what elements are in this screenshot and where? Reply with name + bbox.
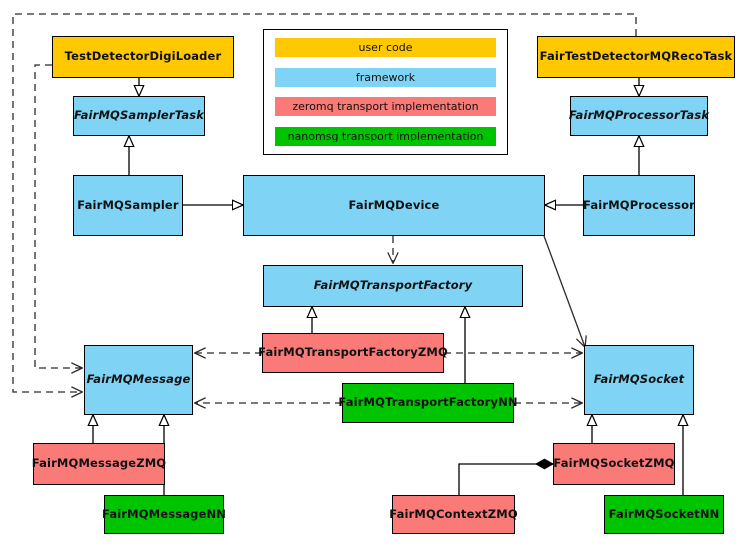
class-box-testdetectordigiloader[interactable]: TestDetectorDigiLoader xyxy=(52,36,234,78)
class-box-fairmqsocketzmq[interactable]: FairMQSocketZMQ xyxy=(553,443,675,485)
class-box-fairmqmessagezmq[interactable]: FairMQMessageZMQ xyxy=(32,443,166,485)
legend-panel: user code framework zeromq transport imp… xyxy=(263,29,508,155)
class-box-fairmqcontextzmq[interactable]: FairMQContextZMQ xyxy=(389,495,518,534)
legend-item-zeromq: zeromq transport implementation xyxy=(275,97,496,117)
class-box-fairmqsocketnn[interactable]: FairMQSocketNN xyxy=(604,495,724,534)
class-box-fairmqtransportfactoryzmq[interactable]: FairMQTransportFactoryZMQ xyxy=(258,333,448,373)
class-box-fairmqprocessor[interactable]: FairMQProcessor xyxy=(583,175,695,236)
class-box-fairmqtransportfactorynn[interactable]: FairMQTransportFactoryNN xyxy=(338,383,518,423)
edge-contextzmq-socketzmq xyxy=(458,464,553,495)
class-box-fairmqsocket[interactable]: FairMQSocket xyxy=(584,345,694,415)
class-box-fairmqprocessortask[interactable]: FairMQProcessorTask xyxy=(569,96,709,136)
class-box-fairmqsampler[interactable]: FairMQSampler xyxy=(73,175,183,236)
edge-device-socket xyxy=(543,235,585,347)
legend-item-user-code: user code xyxy=(275,38,496,57)
class-box-fairmqtransportfactory[interactable]: FairMQTransportFactory xyxy=(263,265,523,307)
class-box-fairmqmessage[interactable]: FairMQMessage xyxy=(84,345,193,415)
class-box-fairtestdetectormqrecotask[interactable]: FairTestDetectorMQRecoTask xyxy=(537,36,735,78)
class-box-fairmqdevice[interactable]: FairMQDevice xyxy=(243,175,545,236)
legend-item-framework: framework xyxy=(275,67,496,87)
class-box-fairmqsamplertask[interactable]: FairMQSamplerTask xyxy=(73,96,205,136)
legend-item-nanomsg: nanomsg transport implementation xyxy=(275,126,496,146)
class-box-fairmqmessagenn[interactable]: FairMQMessageNN xyxy=(102,495,226,534)
